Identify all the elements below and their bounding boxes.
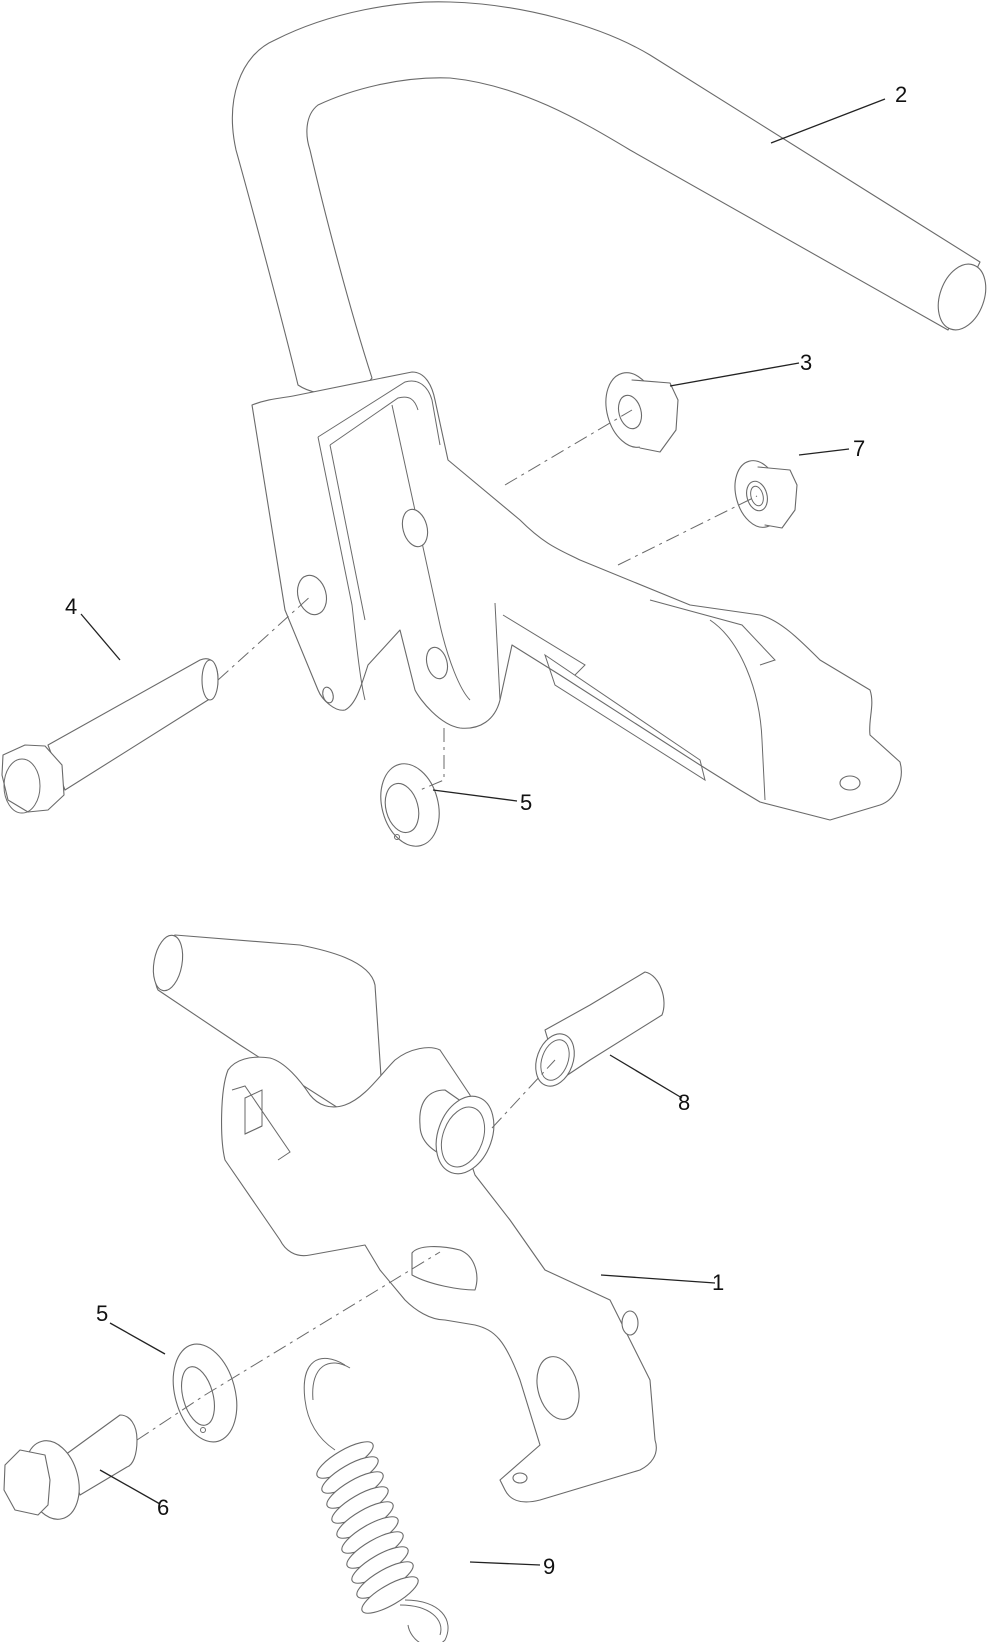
leader-4 (80, 613, 121, 661)
leader-8 (609, 1054, 683, 1099)
leader-6 (99, 1469, 161, 1505)
callout-6: 6 (157, 1495, 170, 1520)
callout-2: 2 (895, 82, 908, 107)
callout-8: 8 (678, 1090, 691, 1115)
leader-9 (469, 1561, 541, 1566)
centerline (217, 594, 313, 681)
flange-nut-part-3 (605, 372, 679, 453)
flat-washer-part-5-lower (172, 1343, 238, 1443)
leader-lines (80, 98, 886, 1566)
callout-3: 3 (800, 350, 813, 375)
callout-4: 4 (65, 594, 78, 619)
handle-tube-part-2 (231, 1, 987, 395)
centerline (491, 1059, 556, 1129)
leader-1 (600, 1274, 716, 1284)
upper-bracket (251, 371, 902, 821)
centerline (136, 1251, 441, 1441)
flange-nut-part-7 (734, 460, 798, 529)
leader-5-lower (109, 1322, 166, 1355)
callout-5-upper: 5 (520, 790, 533, 815)
centerline (617, 495, 758, 566)
spring-part-9 (303, 1357, 449, 1642)
shoulder-bolt-part-6 (3, 1414, 138, 1520)
lever-arm-part-1 (152, 934, 657, 1503)
leader-7 (798, 448, 850, 456)
callout-9: 9 (543, 1554, 556, 1579)
flat-washer-part-5-upper (380, 763, 440, 847)
hex-bolt-part-4 (1, 658, 219, 814)
spring-coils (316, 1441, 419, 1614)
bushing-part-8 (535, 971, 665, 1087)
leader-2 (770, 98, 886, 144)
callout-5-lower: 5 (96, 1301, 109, 1326)
leader-3 (669, 362, 800, 387)
centerline (504, 409, 633, 486)
callout-1: 1 (712, 1270, 725, 1295)
leader-5-upper (432, 789, 518, 802)
callout-7: 7 (853, 436, 866, 461)
